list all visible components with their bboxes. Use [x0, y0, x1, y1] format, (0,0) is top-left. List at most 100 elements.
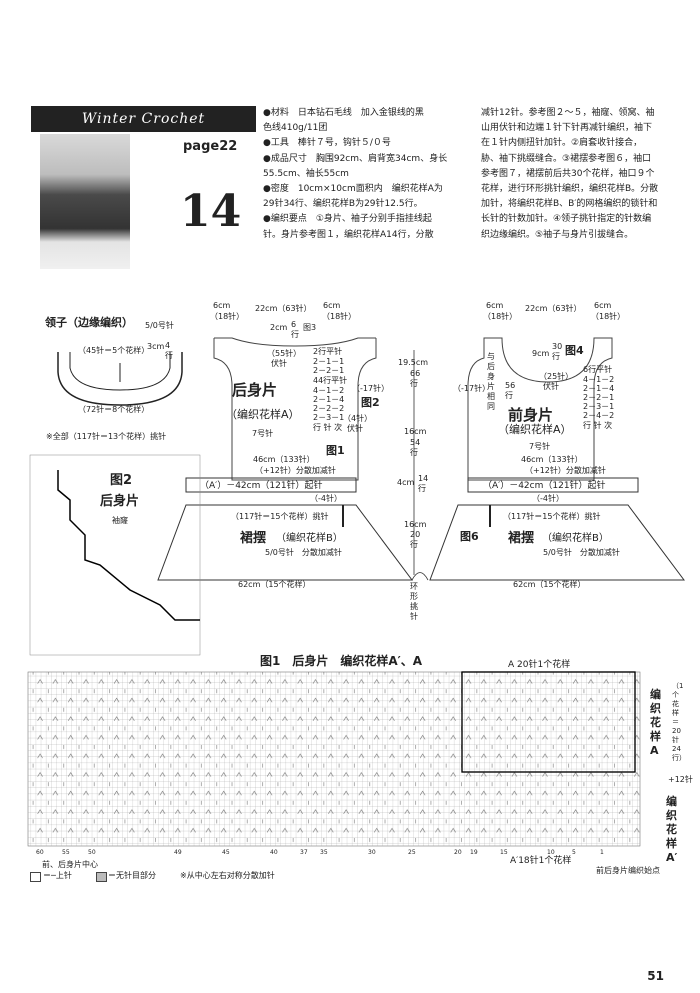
front-needle: 7号针: [529, 442, 551, 451]
back-pattern: （编织花样A）: [226, 408, 300, 421]
fig2-part: 后身片: [100, 494, 140, 509]
fig2-sub: 袖窿: [112, 516, 128, 525]
back-dec-row: 2－1－1: [313, 357, 345, 366]
front-minus4c: （-4针）: [532, 494, 564, 503]
a-repeat-label: A 20针1个花样: [508, 660, 571, 670]
legend-blank-swatch: [30, 872, 41, 882]
front-pattern: （编织花样A）: [498, 423, 572, 436]
pattern-a-label: 编织花样A: [650, 688, 661, 757]
front-neck-width: 22cm（63针）: [525, 304, 582, 313]
body-rows: 54行: [410, 438, 421, 457]
page-reference: page22: [183, 139, 238, 154]
front-dec-head: 6行平针: [583, 365, 613, 374]
legend-no-stitch: ＝无针目部分: [108, 871, 156, 880]
spec-line: 加针，将编织花样B、B′的网格编织的锁针和: [481, 199, 658, 210]
collar-depth-rows: 4行: [165, 341, 173, 360]
plus12-chart: +12针: [668, 775, 693, 784]
spec-line: 山用伏针和边端１针下针再减针编织，袖下: [481, 123, 653, 134]
back-bindoff-label: 伏针: [271, 359, 287, 368]
spec-line: ●工具 棒针７号，钩针５/０号: [263, 138, 391, 149]
front-shoulder-left-st: （18针）: [483, 312, 518, 321]
collar-note: ※全部（117针＝13个花样）挑针: [46, 432, 167, 441]
spec-line: 减针12针。参考图２～５，袖窿、领窝、袖: [481, 108, 655, 118]
spec-line: ●材料 日本钻石毛线 加入金银线的黑: [263, 108, 424, 118]
back-skirt-hook: 5/0号针 分散加减针: [265, 548, 342, 557]
back-dec-row: 2－2－2: [313, 404, 345, 413]
front-skirt-pick: （117针＝15个花样）挑针: [503, 512, 601, 521]
col-number: 5: [572, 849, 576, 856]
rib-rows: 14行: [418, 474, 429, 493]
spec-line: 织边缘编织。⑤袖子与身片引拔缝合。: [481, 229, 634, 240]
back-skirt-title: 裙摆: [240, 531, 267, 546]
back-chest: 46cm（133针）: [253, 455, 315, 464]
spec-line: 花样，进行环形挑针编织，编织花样B。分散: [481, 184, 659, 195]
back-minus17: （-17针）: [352, 384, 390, 393]
back-minus4: （4针）: [343, 414, 373, 423]
col-number: 50: [88, 849, 96, 856]
front-neck-depth: 9cm: [532, 349, 550, 358]
back-neck-depth: 2cm: [270, 323, 288, 332]
back-skirt-width: 62cm（15个花样）: [238, 580, 311, 589]
front-dec-row: 2－3－1: [583, 402, 615, 411]
back-minus4-bo: 伏针: [347, 424, 363, 433]
back-shoulder-left-st: （18针）: [210, 312, 245, 321]
front-dec-tail: 行 针 次: [583, 421, 613, 430]
front-fig6-ref: 图6: [460, 530, 479, 543]
col-number: 30: [368, 849, 376, 856]
back-dec-row: 4－1－2: [313, 386, 345, 395]
col-number: 37: [300, 849, 308, 856]
spec-line: 针。身片参考图１，编织花样A14行，分散: [263, 229, 434, 240]
front-dec-row: 2－4－2: [583, 411, 615, 420]
spec-line: 29针34行、编织花样B为29针12.5行。: [263, 199, 423, 210]
legend-gray-swatch: [96, 872, 107, 882]
back-skirt-pick: （117针＝15个花样）挑针: [231, 512, 329, 521]
fig2-title: 图2: [110, 473, 133, 488]
col-number: 25: [408, 849, 416, 856]
back-shoulder-right-st: （18针）: [322, 312, 357, 321]
col-number: 10: [547, 849, 555, 856]
front-plus12: （+12针）分散加减针: [525, 466, 606, 475]
col-number: 15: [500, 849, 508, 856]
col-number: 1: [600, 849, 604, 856]
back-dec-row: 44行平针: [313, 376, 348, 385]
back-fig1-ref: 图1: [326, 444, 345, 457]
front-shoulder-right: 6cm: [594, 301, 612, 310]
back-dec-tail: 行 针 次: [313, 423, 343, 432]
spec-line: 55.5cm、袖长55cm: [263, 168, 349, 179]
back-skirt-pattern: （编织花样B）: [276, 533, 343, 544]
front-side-rows: 56行: [505, 381, 516, 400]
back-dec-row: 2－2－1: [313, 366, 345, 375]
col-number: 49: [174, 849, 182, 856]
back-shoulder-left: 6cm: [213, 301, 231, 310]
collar-top-count: （45针＝5个花样）: [78, 346, 150, 355]
front-skirt-pattern: （编织花样B）: [542, 533, 609, 544]
col-number: 55: [62, 849, 70, 856]
collar-depth: 3cm: [147, 342, 165, 351]
page-number: 51: [647, 969, 664, 983]
rib-height: 4cm: [397, 478, 415, 487]
spec-line: ●密度 10cm×10cm面积内 编织花样A为: [263, 184, 443, 195]
ring-pick-label: 环形挑针: [410, 582, 418, 621]
back-minus4c: （-4针）: [310, 494, 342, 503]
chart-title: 图1 后身片 编织花样A′、A: [260, 654, 423, 668]
a-prime-repeat-label: A′18针1个花样: [510, 856, 572, 866]
body-height: 16cm: [404, 427, 427, 436]
back-fig3-ref: 图3: [303, 323, 317, 332]
spec-line: ●编织要点 ①身片、袖子分别手指挂线起: [263, 214, 432, 225]
back-hem-a: （A′）－42cm（121针）起针: [200, 481, 323, 491]
legend-note: ※从中心左右对称分散加针: [180, 871, 275, 880]
center-label: 前、后身片中心: [42, 860, 98, 869]
armhole-height: 19.5cm: [398, 358, 429, 367]
front-skirt-hook: 5/0号针 分散加减针: [543, 548, 620, 557]
collar-title: 领子（边缘编织）: [45, 316, 133, 329]
back-neck-width: 22cm（63针）: [255, 304, 312, 313]
spec-column-1: ●材料 日本钻石毛线 加入金银线的黑 色线410g/11团 ●工具 棒针７号，钩…: [263, 106, 475, 243]
col-number: 45: [222, 849, 230, 856]
spec-line: 在１针内侧扭针加针。②肩套收针接合，: [481, 138, 643, 149]
skirt-rows: 20行: [410, 530, 421, 549]
front-dec-row: 4－1－2: [583, 375, 615, 384]
armhole-rows: 66行: [410, 369, 421, 388]
front-minus17: （-17针）: [453, 384, 491, 393]
pattern-a-prime-label: 编织花样A′: [666, 795, 678, 864]
